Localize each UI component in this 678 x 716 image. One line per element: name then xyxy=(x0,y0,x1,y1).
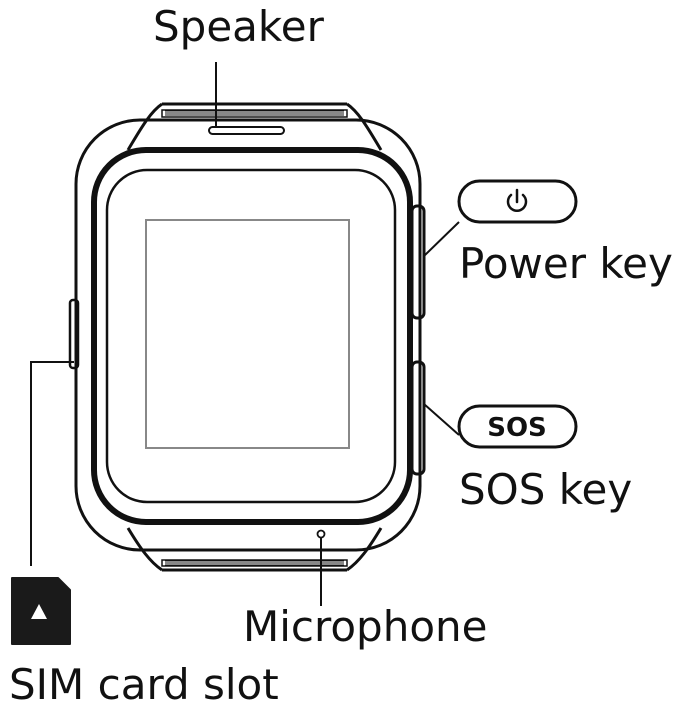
top-strap xyxy=(126,102,383,151)
microphone-label: Microphone xyxy=(243,602,488,651)
sos-key-side xyxy=(410,360,426,476)
watch-case-outer xyxy=(74,118,422,552)
speaker-label: Speaker xyxy=(153,2,324,51)
watch-bezel-thick xyxy=(91,147,413,525)
power-key-side xyxy=(410,204,426,320)
sim-card-icon xyxy=(11,577,71,645)
bottom-strap xyxy=(126,527,383,572)
power-leader-line xyxy=(423,221,460,257)
sim-leader-line xyxy=(30,361,74,566)
power-button-illustration xyxy=(457,179,578,224)
watch-bezel-inner xyxy=(105,168,397,504)
microphone-hole xyxy=(316,529,326,539)
sos-key-label: SOS key xyxy=(459,465,633,514)
sim-card-slot-label: SIM card slot xyxy=(9,660,279,709)
power-icon xyxy=(506,188,528,212)
watch-screen xyxy=(145,219,350,449)
sos-button-illustration: SOS xyxy=(457,404,578,449)
sos-button-text: SOS xyxy=(487,413,547,443)
sim-slot-side xyxy=(68,298,80,370)
power-key-label: Power key xyxy=(459,239,673,288)
top-strap-texture xyxy=(165,110,344,116)
sos-leader-line xyxy=(423,403,460,436)
bottom-strap-texture xyxy=(165,560,344,566)
speaker-slot xyxy=(208,126,285,135)
